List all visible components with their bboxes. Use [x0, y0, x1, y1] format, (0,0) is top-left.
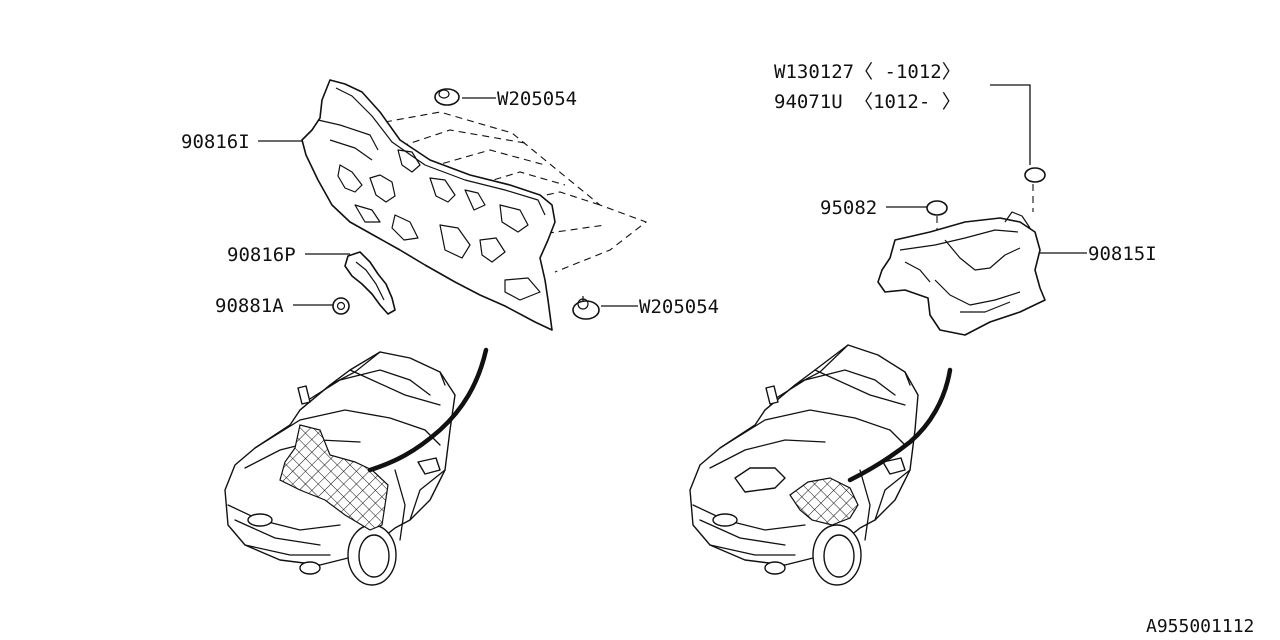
nut-part — [332, 297, 350, 315]
bracket-part — [344, 251, 396, 315]
right-insulator-group: W130127〈 -1012〉 94071U 〈1012- 〉 95082 90… — [774, 61, 1157, 336]
insulator-area-left — [279, 424, 389, 531]
callout-grommet-right: 95082 — [820, 197, 877, 219]
upper-clip-right-part — [1024, 167, 1046, 212]
leader-clip-right — [990, 84, 1031, 165]
callout-insulator-right: 90815I — [1088, 243, 1157, 265]
seal-strip-right — [847, 367, 953, 483]
firewall-outline-dashed — [384, 111, 648, 273]
callout-dash-insulator-left: 90816I — [181, 131, 250, 153]
callout-clip-right-upper: W130127〈 -1012〉 — [774, 61, 961, 83]
dash-insulator-part — [301, 79, 556, 331]
callout-clip-right-lower: 94071U 〈1012- 〉 — [774, 91, 961, 113]
insulator-right-part — [877, 211, 1046, 336]
left-dash-insulator-group: W205054 90816I 90816P 90881A W205054 — [181, 79, 719, 331]
callout-nut-left: 90881A — [215, 295, 284, 317]
callout-bracket-left: 90816P — [227, 244, 296, 266]
top-clip-part — [434, 88, 460, 106]
car-right-illustration — [689, 344, 953, 586]
diagram-id: A955001112 — [1146, 616, 1254, 637]
callout-bottom-clip-left: W205054 — [639, 296, 719, 318]
bottom-clip-part — [572, 296, 600, 320]
seal-strip-left — [367, 347, 489, 473]
callout-top-clip-left: W205054 — [497, 88, 577, 110]
car-left-illustration — [224, 347, 489, 586]
insulator-area-right — [789, 477, 859, 526]
